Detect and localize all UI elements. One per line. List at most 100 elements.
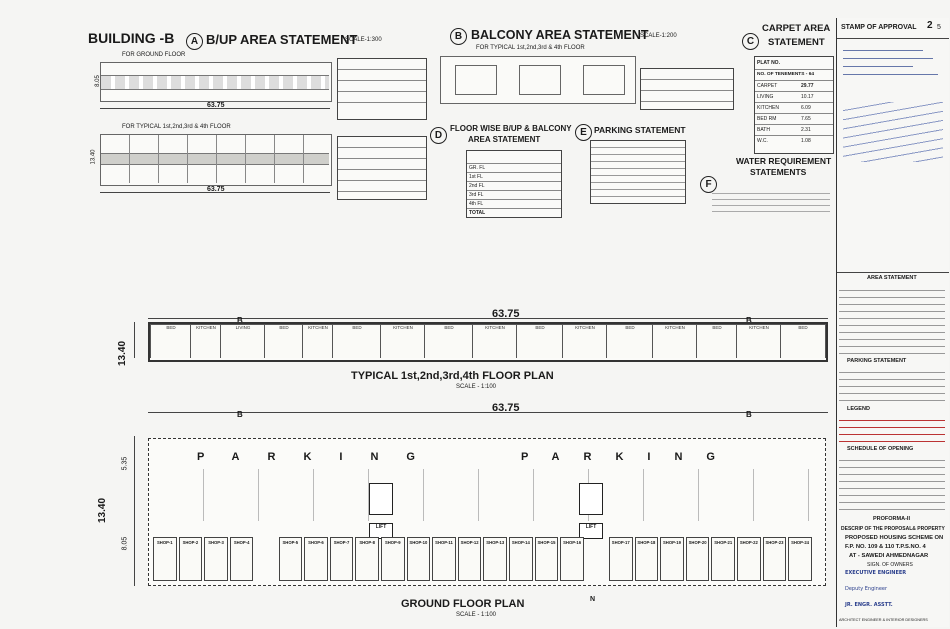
kitchen-label: KITCHEN (757, 105, 779, 111)
shop-label: SHOP-24 (791, 540, 810, 545)
typical-area-table (337, 136, 427, 200)
section-b-marker: B (450, 28, 467, 45)
project-line-3: AT - SAWEDI AHMEDNAGAR (849, 553, 929, 559)
kitchen: KITCHEN (736, 324, 782, 360)
bedroom: BED (264, 324, 304, 360)
kitchen: KITCHEN (380, 324, 426, 360)
table-row (338, 70, 426, 81)
floor-label: GR. FL (469, 165, 486, 171)
ground-section-mark-left: B (237, 410, 243, 419)
table-row: W.C.1.08 (755, 136, 833, 146)
parking-letter: G (406, 451, 443, 463)
carpet-label: CARPET (757, 83, 778, 89)
shop-label: SHOP-7 (333, 540, 350, 545)
typical-depth-dim: 13.40 (90, 149, 97, 165)
stair-core-left (369, 483, 393, 515)
table-row (338, 59, 426, 70)
section-d-title-1: FLOOR WISE B/UP & BALCONY (450, 124, 572, 133)
ground-plan-front-depth: 5.35 (121, 456, 129, 471)
section-f-title-2: STATEMENTS (750, 167, 807, 177)
shop-cell: SHOP-1 (153, 537, 177, 581)
living-value: 10.17 (801, 94, 814, 100)
shop-label: SHOP-17 (611, 540, 630, 545)
shop-cell: SHOP-12 (457, 537, 482, 581)
shop-label: SHOP-16 (563, 540, 582, 545)
typical-floor-plan: BED KITCHEN LIVING BED KITCHEN BED KITCH… (148, 322, 828, 362)
shop-cell: SHOP-8 (355, 537, 379, 581)
shop-cell: SHOP-10 (406, 537, 431, 581)
typical-width-dim: 63.75 (207, 186, 225, 193)
typical-plan-title: TYPICAL 1st,2nd,3rd,4th FLOOR PLAN (351, 370, 554, 382)
wc-value: 1.08 (801, 138, 811, 144)
section-a-title: B/UP AREA STATEMENT (206, 32, 358, 47)
shop-cell: SHOP-24 (788, 537, 812, 581)
living: LIVING (220, 324, 266, 360)
title-block: STAMP OF APPROVAL 2 5 AREA STATEMENT PAR… (836, 18, 949, 627)
ground-floor-label: FOR GROUND FLOOR (122, 52, 186, 58)
ground-plan-scale: SCALE - 1:100 (456, 612, 497, 618)
shop-label: SHOP-13 (486, 540, 505, 545)
table-row: NO. OF TENEMENTS - 64 (755, 70, 833, 81)
section-c-marker: C (742, 33, 759, 50)
bedroom: BED (606, 324, 654, 360)
lift-right: LIFT (579, 523, 603, 539)
section-a-marker: A (186, 33, 203, 50)
shop-label: SHOP-18 (637, 540, 656, 545)
table-row: TOTAL (467, 209, 561, 217)
stair-core-right (579, 483, 603, 515)
lift-label: LIFT (585, 524, 597, 530)
shop-cell: SHOP-4 (229, 537, 254, 581)
shop-label: SHOP-8 (359, 540, 375, 545)
parking-letter: N (370, 451, 407, 463)
section-d-marker: D (430, 127, 447, 144)
shop-cell: SHOP-14 (509, 537, 533, 581)
bedroom-value: 7.65 (801, 116, 811, 122)
floor-label: 3rd FL (469, 192, 484, 198)
parking-statement-header: PARKING STATEMENT (847, 358, 907, 364)
shop-label: SHOP-19 (663, 540, 681, 545)
balcony-area-table (640, 68, 734, 110)
parking-label-left: PARKING (197, 451, 443, 463)
shop-cell: SHOP-22 (737, 537, 761, 581)
shop-label: SHOP-3 (208, 540, 224, 545)
kitchen: KITCHEN (472, 324, 518, 360)
section-c-title-2: STATEMENT (768, 37, 825, 48)
shop-cell: SHOP-23 (762, 537, 787, 581)
shop-label: SHOP-21 (714, 540, 733, 545)
shop-cell: SHOP-20 (685, 537, 710, 581)
legend-header: LEGEND (847, 406, 870, 412)
typical-plan-top-dim-line (148, 318, 828, 319)
building-title: BUILDING -B (88, 30, 175, 46)
shop-cell: SHOP-13 (483, 537, 508, 581)
shop-cell: SHOP-11 (432, 537, 456, 581)
architect-label: ARCHITECT ENGINEER & INTERIOR DESIGNERS (839, 618, 928, 622)
section-b-subtitle: FOR TYPICAL 1st,2nd,3rd & 4th FLOOR (476, 45, 585, 51)
table-row: 4th FL (467, 200, 561, 209)
plat-label: PLAT NO. (757, 60, 780, 66)
section-f-title-1: WATER REQUIREMENT (736, 156, 832, 166)
table-row (467, 151, 561, 164)
table-row (338, 170, 426, 181)
shop-label: SHOP-2 (182, 540, 199, 545)
ground-depth-dim: 8.05 (94, 75, 101, 87)
proforma-label: PROFORMA-II (873, 516, 910, 522)
floor-label: 1st FL (469, 174, 483, 180)
shop-cell: SHOP-16 (560, 537, 584, 581)
shop-cell: SHOP-21 (711, 537, 736, 581)
parking-table (590, 140, 686, 204)
bedroom-label: BED RM (757, 116, 777, 122)
parking-letter: I (647, 451, 675, 463)
shop-label: SHOP-10 (409, 540, 428, 545)
room-label: BED (166, 325, 176, 330)
room-label: KITCHEN (575, 325, 595, 330)
table-row: 3rd FL (467, 191, 561, 200)
lift-left: LIFT (369, 523, 393, 539)
kitchen: KITCHEN (652, 324, 698, 360)
parking-letter: A (231, 451, 268, 463)
floor-label: 2nd FL (469, 183, 485, 189)
shop-cell: SHOP-3 (204, 537, 228, 581)
room-label: LIVING (235, 325, 251, 330)
